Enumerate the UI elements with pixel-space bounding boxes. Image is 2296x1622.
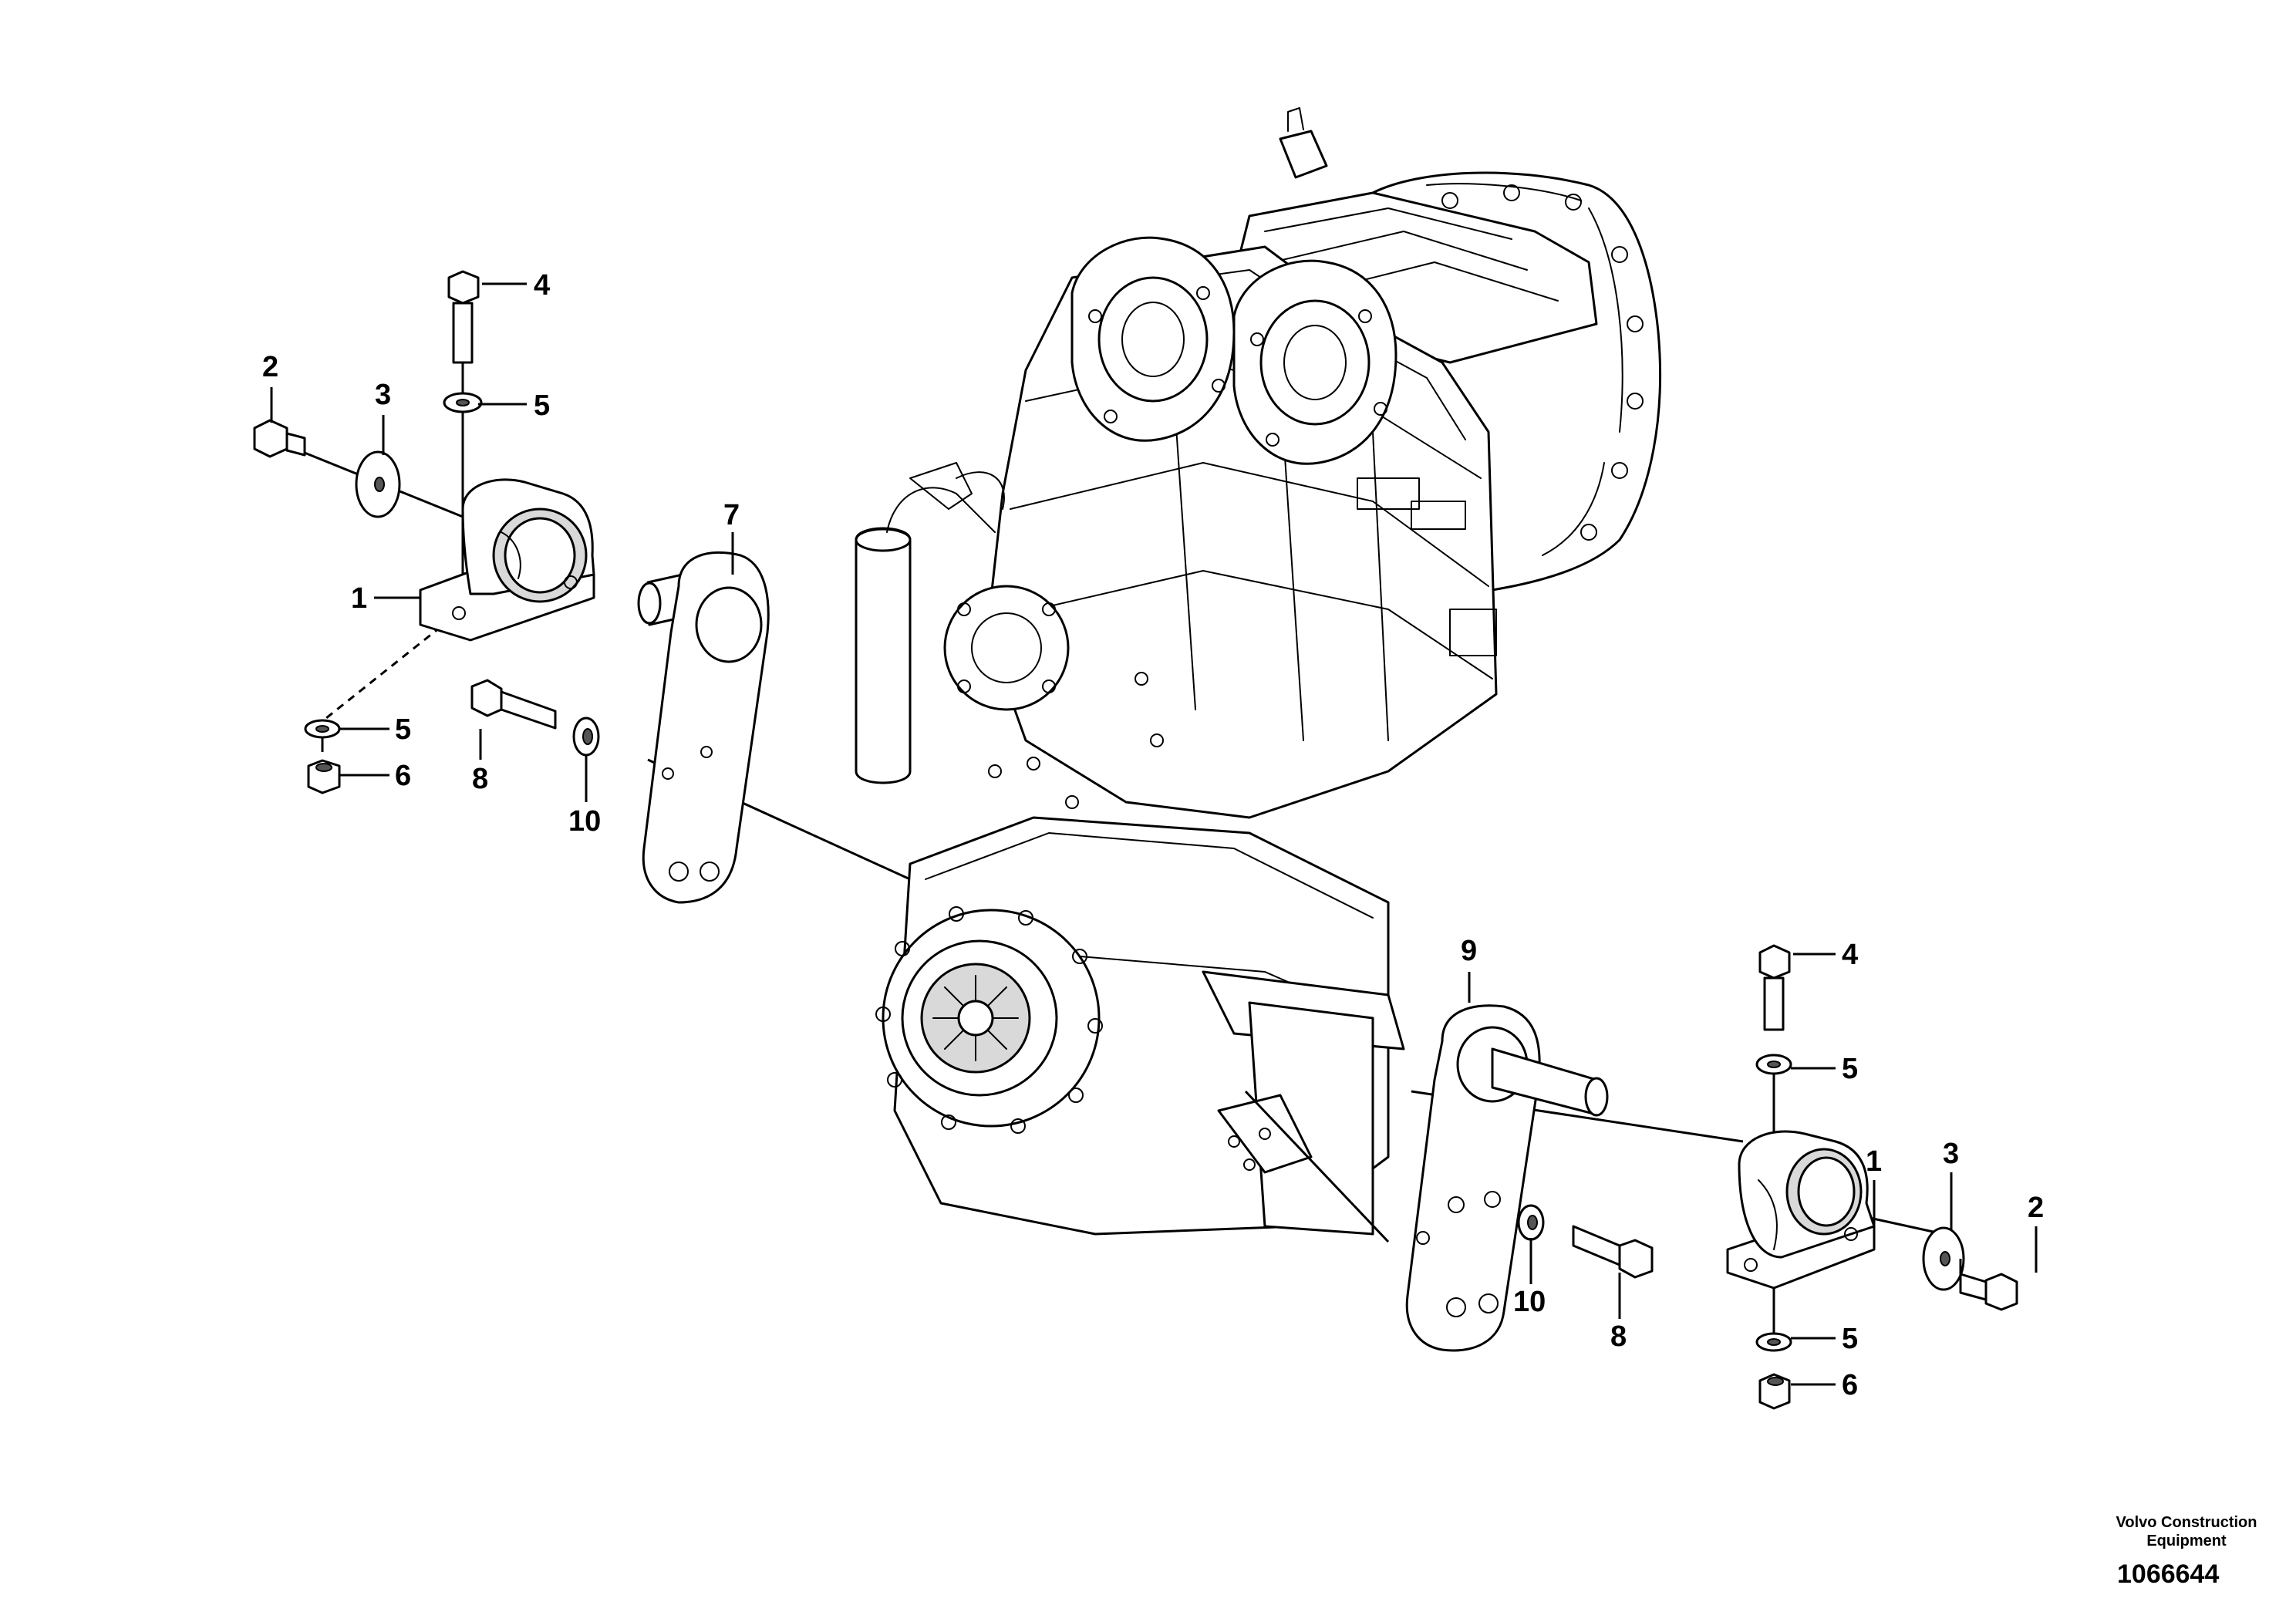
bracket-7 [642,551,770,904]
callout-5-top-right: 5 [1842,1053,1858,1085]
callout-4-right: 4 [1842,939,1858,971]
callout-3-right: 3 [1943,1138,1959,1170]
callout-8-left: 8 [472,763,488,795]
left-mount-assembly [253,270,911,904]
callout-6-left: 6 [395,760,411,792]
callout-4-left: 4 [534,269,550,302]
nut-6-left [307,759,341,794]
callout-2-right: 2 [2028,1192,2044,1224]
callout-3-left: 3 [375,379,391,411]
bolt-2-left [253,419,306,458]
brand-line-2: Equipment [2146,1533,2227,1549]
washer-10-left [572,717,600,757]
bolt-8-right [1572,1225,1654,1279]
document-number: 1066644 [2117,1560,2220,1589]
mount-block-1-right [1726,1130,1876,1290]
bolt-8-left [470,679,557,730]
callout-8-right: 8 [1610,1320,1627,1353]
nut-6-right [1758,1373,1791,1410]
brand-line-1: Volvo Construction [2116,1514,2257,1531]
callout-1-left: 1 [351,582,367,615]
bolt-2-right [1959,1273,2018,1311]
mount-block-1-left [419,478,595,642]
callout-7: 7 [723,499,740,531]
callout-10-right: 10 [1513,1286,1546,1318]
brand-block: Volvo Construction Equipment [2098,1513,2275,1550]
washer-3-left [355,450,401,518]
callout-10-left: 10 [568,805,601,838]
screw-4-right [1758,944,1791,1031]
washer-10-right [1517,1204,1545,1241]
callout-6-right: 6 [1842,1369,1858,1401]
right-mount-assembly [1244,944,2038,1410]
callout-5-bottom-right: 5 [1842,1323,1858,1355]
callout-2-left: 2 [262,351,278,383]
screw-4-left [447,270,480,364]
washer-3-right [1922,1226,1965,1291]
callout-1-right: 1 [1866,1145,1882,1178]
callout-5-bottom-left: 5 [395,713,411,746]
callout-9: 9 [1461,935,1477,967]
transmission-housing [855,107,1662,1236]
callout-5-top-left: 5 [534,389,550,422]
callout-labels: 2 3 4 5 1 7 5 6 8 10 9 4 5 1 3 2 5 6 10 … [262,269,2044,1401]
